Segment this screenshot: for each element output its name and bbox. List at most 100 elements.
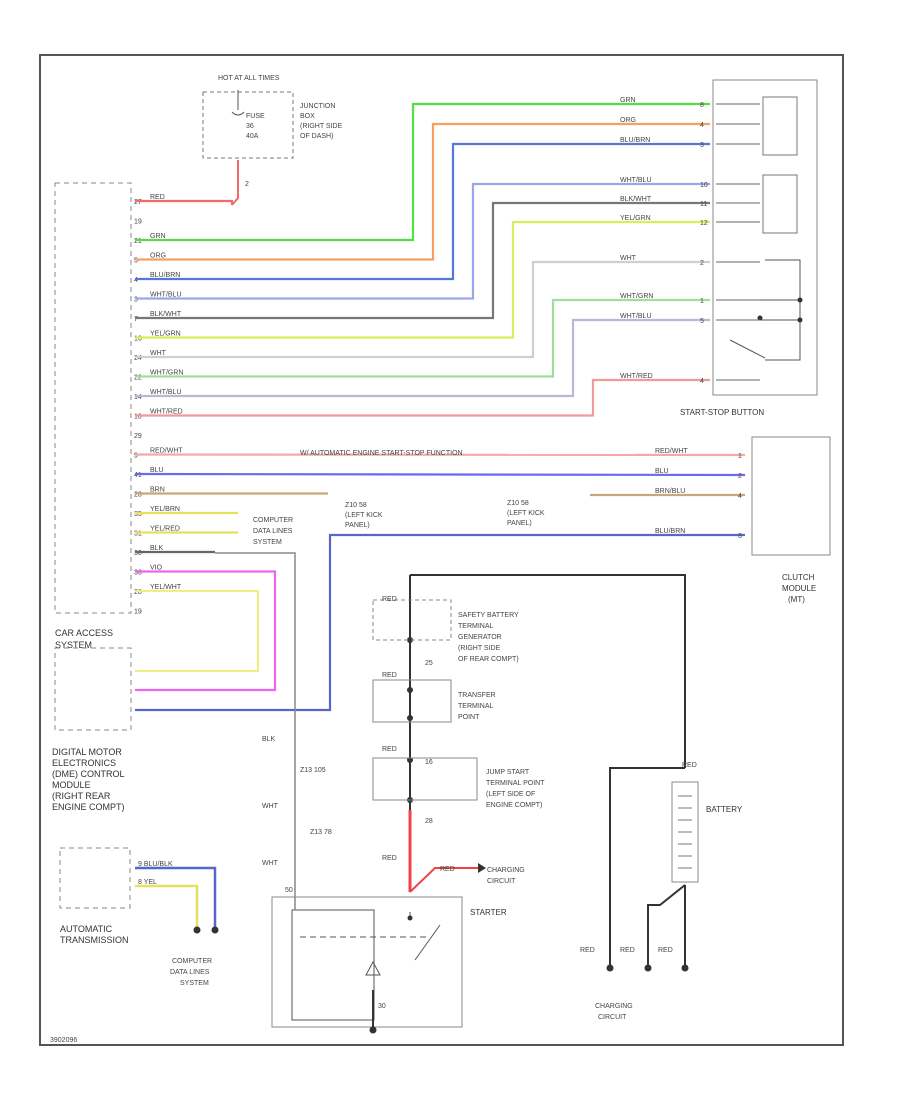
start-stop-pin: 4 (700, 378, 704, 385)
cas-pin: 28 (134, 589, 142, 596)
battery-red-label: RED (682, 762, 697, 769)
trans-wire-label: 9 BLU/BLK (138, 861, 173, 868)
charging-circuit-feed (409, 867, 478, 893)
red-label-2: RED (382, 672, 397, 679)
starter-box (271, 896, 463, 1028)
clutch-module (751, 436, 831, 556)
starter-contact (414, 924, 441, 961)
trans-wire-path (135, 866, 217, 930)
start-stop-pin: 3 (700, 142, 704, 149)
transmission-wires: 9 BLU/BLK 8 YEL (135, 861, 219, 934)
safety-terminal-box (372, 599, 452, 641)
cas-wire-label: WHT/BLU (150, 292, 182, 299)
ground-red-2: RED (620, 947, 635, 954)
battery-main-wire (410, 574, 686, 768)
cas-pin: 4 (134, 277, 138, 284)
start-stop-wire-4: BLK/WHT 11 (620, 196, 760, 208)
cas-wire-path (135, 122, 710, 261)
splice-z13-78: Z13 78 (310, 829, 332, 836)
start-stop-wire-9: WHT/RED 4 (620, 373, 760, 385)
ground-red-3: RED (658, 947, 673, 954)
trans-wire-1: 8 YEL (135, 879, 201, 934)
cas-pin: 19 (134, 609, 142, 616)
cas-wire-12: 29 (134, 433, 142, 440)
start-stop-switch (729, 339, 766, 359)
start-stop-pin: 11 (700, 201, 707, 208)
cas-wire-1: 19 (134, 219, 142, 226)
transfer-point-label: TRANSFER TERMINAL POINT (458, 692, 498, 721)
cas-pin: 14 (134, 394, 142, 401)
cas-wire-path (135, 378, 710, 417)
clutch-module-label: CLUTCH MODULE (MT) (782, 573, 818, 604)
start-stop-wire-label: BLK/WHT (620, 196, 652, 203)
battery-ground-2 (647, 884, 686, 968)
charging-circuit-bottom-label: CHARGING CIRCUIT (595, 1003, 635, 1021)
automatic-transmission-module (59, 847, 131, 909)
start-stop-wire-label: WHT/GRN (620, 293, 653, 300)
start-stop-wire-label: WHT/BLU (620, 313, 652, 320)
power-node-2 (407, 687, 413, 693)
start-stop-wire-label: WHT/RED (620, 373, 653, 380)
cas-pin: 10 (134, 414, 142, 421)
cas-wire-label: WHT/RED (150, 409, 183, 416)
cas-wire-label: WHT (150, 350, 167, 357)
transfer-point-box (372, 679, 452, 723)
start-stop-node-1 (797, 297, 803, 303)
computer-data-lines-label-1: COMPUTER DATA LINES SYSTEM (253, 517, 295, 546)
cas-wire-path (135, 570, 277, 692)
start-stop-pin: 1 (700, 298, 704, 305)
battery-label: BATTERY (706, 805, 743, 814)
cas-wire-path (134, 472, 746, 477)
cas-pin: 21 (134, 238, 142, 245)
clutch-wire-label: RED/WHT (655, 448, 688, 455)
safety-terminal-label: SAFETY BATTERY TERMINAL GENERATOR (RIGHT… (458, 612, 521, 663)
starter-ground-node (369, 1026, 377, 1034)
cas-wire-label: GRN (150, 233, 166, 240)
cas-wire-label: YEL/RED (150, 526, 180, 533)
splice-left-label: Z10 58 (LEFT KICK PANEL) (345, 502, 385, 529)
cas-pin: 9 (134, 453, 138, 460)
start-stop-wire-7: WHT/GRN 1 (620, 293, 760, 305)
starter-motor (365, 960, 381, 976)
cas-pin: 27 (134, 199, 142, 206)
cas-wire-13: 9 RED/WHT (134, 448, 746, 460)
hot-at-all-times-label: HOT AT ALL TIMES (218, 75, 280, 82)
start-stop-wire-label: WHT/BLU (620, 177, 652, 184)
power-node-1 (407, 637, 413, 643)
start-stop-button-label: START-STOP BUTTON (680, 408, 764, 417)
cas-wire-path (135, 318, 710, 398)
blk-label: BLK (262, 736, 276, 743)
red-label-1: RED (382, 596, 397, 603)
wht-label-2: WHT (262, 860, 279, 867)
cas-wire-0: 27 RED (134, 194, 234, 206)
cas-pin: 31 (134, 531, 142, 538)
starter-inner (291, 909, 375, 1021)
trans-wire-end (193, 926, 201, 934)
cas-pin: 41 (134, 472, 142, 479)
cas-wire-label: BLU/BRN (150, 272, 180, 279)
fuse-label: FUSE (246, 113, 265, 120)
jump-start-label: JUMP START TERMINAL POINT (LEFT SIDE OF … (486, 769, 546, 809)
cas-wire-label: RED (150, 194, 165, 201)
cas-wire-label: BRN (150, 487, 165, 494)
cas-wire-label: YEL/GRN (150, 331, 181, 338)
cas-wire-path (135, 102, 710, 242)
cas-pin: 5 (134, 258, 138, 265)
fuse-feed-wire (231, 160, 239, 206)
cas-wire-label: RED/WHT (150, 448, 183, 455)
start-stop-wire-label: GRN (620, 97, 636, 104)
clutch-pin: 4 (738, 493, 742, 500)
junction-box-outline (202, 91, 294, 159)
cas-pin: 29 (134, 433, 142, 440)
cas-wire-path (135, 142, 710, 281)
